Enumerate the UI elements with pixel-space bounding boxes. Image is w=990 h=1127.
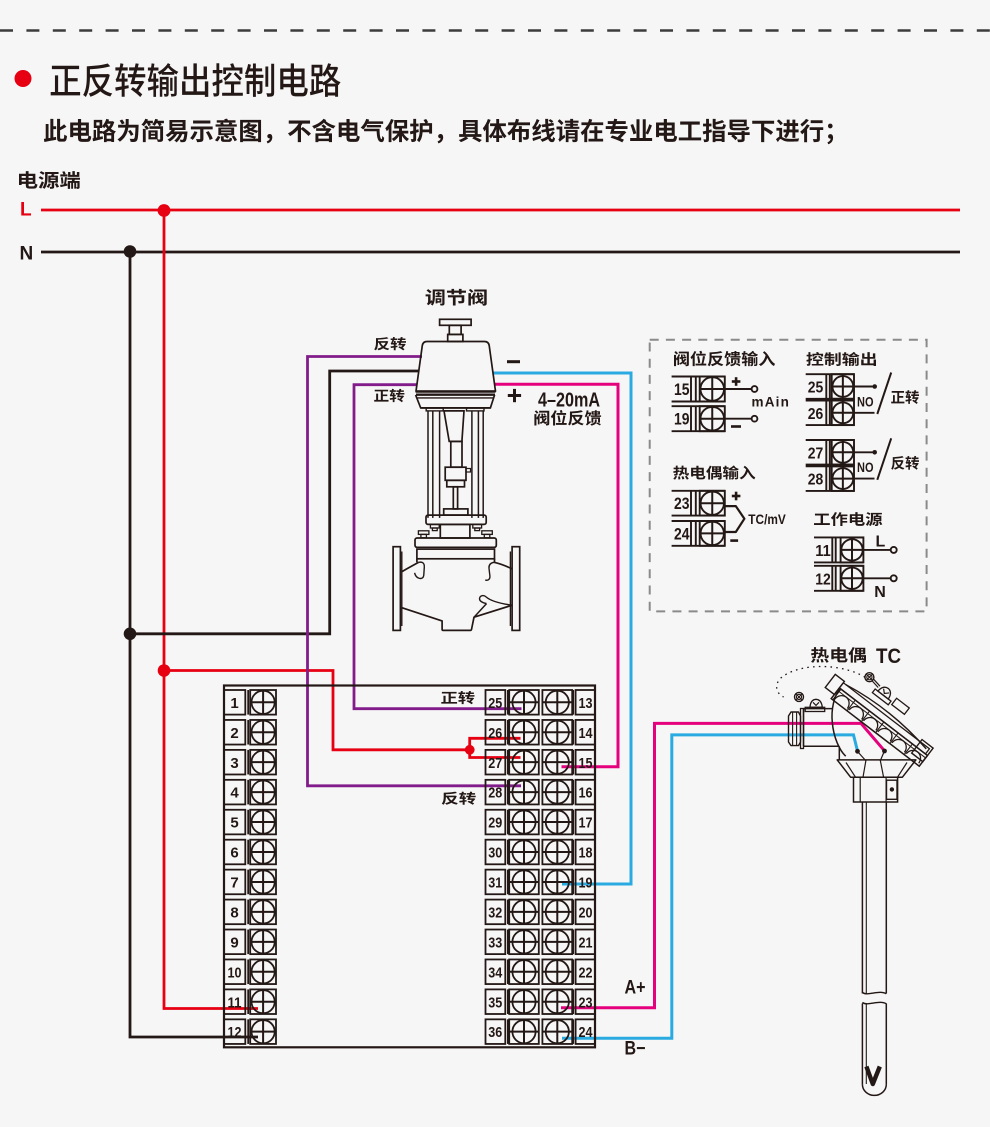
svg-text:5: 5 <box>230 815 238 832</box>
svg-text:12: 12 <box>815 571 831 588</box>
svg-text:8: 8 <box>230 904 238 921</box>
svg-text:32: 32 <box>488 904 502 921</box>
svg-text:15: 15 <box>674 380 690 399</box>
svg-text:17: 17 <box>579 815 593 832</box>
svg-text:33: 33 <box>488 934 502 951</box>
svg-text:N: N <box>20 244 34 265</box>
svg-text:2: 2 <box>230 725 238 742</box>
svg-text:22: 22 <box>579 964 593 981</box>
svg-text:14: 14 <box>579 725 594 742</box>
svg-text:4: 4 <box>230 785 239 802</box>
svg-text:16: 16 <box>579 785 593 802</box>
svg-text:25: 25 <box>808 380 824 397</box>
svg-text:10: 10 <box>228 964 242 981</box>
svg-text:11: 11 <box>815 543 831 560</box>
svg-text:9: 9 <box>230 934 238 951</box>
svg-text:L: L <box>876 533 886 550</box>
svg-text:28: 28 <box>488 785 502 802</box>
svg-text:28: 28 <box>808 472 824 489</box>
svg-text:TC: TC <box>876 645 901 668</box>
svg-text:7: 7 <box>230 875 238 892</box>
svg-text:6: 6 <box>230 845 238 862</box>
svg-text:20: 20 <box>579 904 593 921</box>
svg-text:27: 27 <box>488 755 502 772</box>
svg-text:29: 29 <box>488 815 502 832</box>
svg-text:34: 34 <box>488 964 503 981</box>
svg-text:36: 36 <box>488 1024 502 1041</box>
svg-text:B−: B− <box>625 1038 646 1059</box>
svg-text:31: 31 <box>488 875 502 892</box>
svg-text:13: 13 <box>579 695 593 712</box>
svg-text:15: 15 <box>579 755 593 772</box>
svg-text:26: 26 <box>488 725 502 742</box>
svg-text:11: 11 <box>228 994 242 1011</box>
svg-text:35: 35 <box>488 994 502 1011</box>
svg-text:TC/mV: TC/mV <box>748 511 786 527</box>
svg-text:30: 30 <box>488 845 502 862</box>
svg-text:NO: NO <box>857 459 874 475</box>
svg-text:3: 3 <box>230 755 238 772</box>
svg-text:A+: A+ <box>625 978 646 999</box>
svg-text:24: 24 <box>579 1024 594 1041</box>
svg-text:23: 23 <box>674 494 690 513</box>
svg-text:4–20mA: 4–20mA <box>538 390 600 412</box>
svg-text:12: 12 <box>228 1024 242 1041</box>
svg-text:23: 23 <box>579 994 593 1011</box>
svg-text:25: 25 <box>488 695 502 712</box>
svg-text:mAin: mAin <box>752 394 791 409</box>
svg-text:L: L <box>20 200 32 221</box>
svg-text:26: 26 <box>808 406 824 423</box>
svg-text:N: N <box>874 584 886 601</box>
svg-text:19: 19 <box>674 410 690 429</box>
svg-text:18: 18 <box>579 845 593 862</box>
svg-text:19: 19 <box>579 875 593 892</box>
svg-text:NO: NO <box>857 393 874 409</box>
svg-text:24: 24 <box>674 524 690 543</box>
svg-text:21: 21 <box>579 934 593 951</box>
svg-text:27: 27 <box>808 445 824 462</box>
svg-text:1: 1 <box>230 695 238 712</box>
